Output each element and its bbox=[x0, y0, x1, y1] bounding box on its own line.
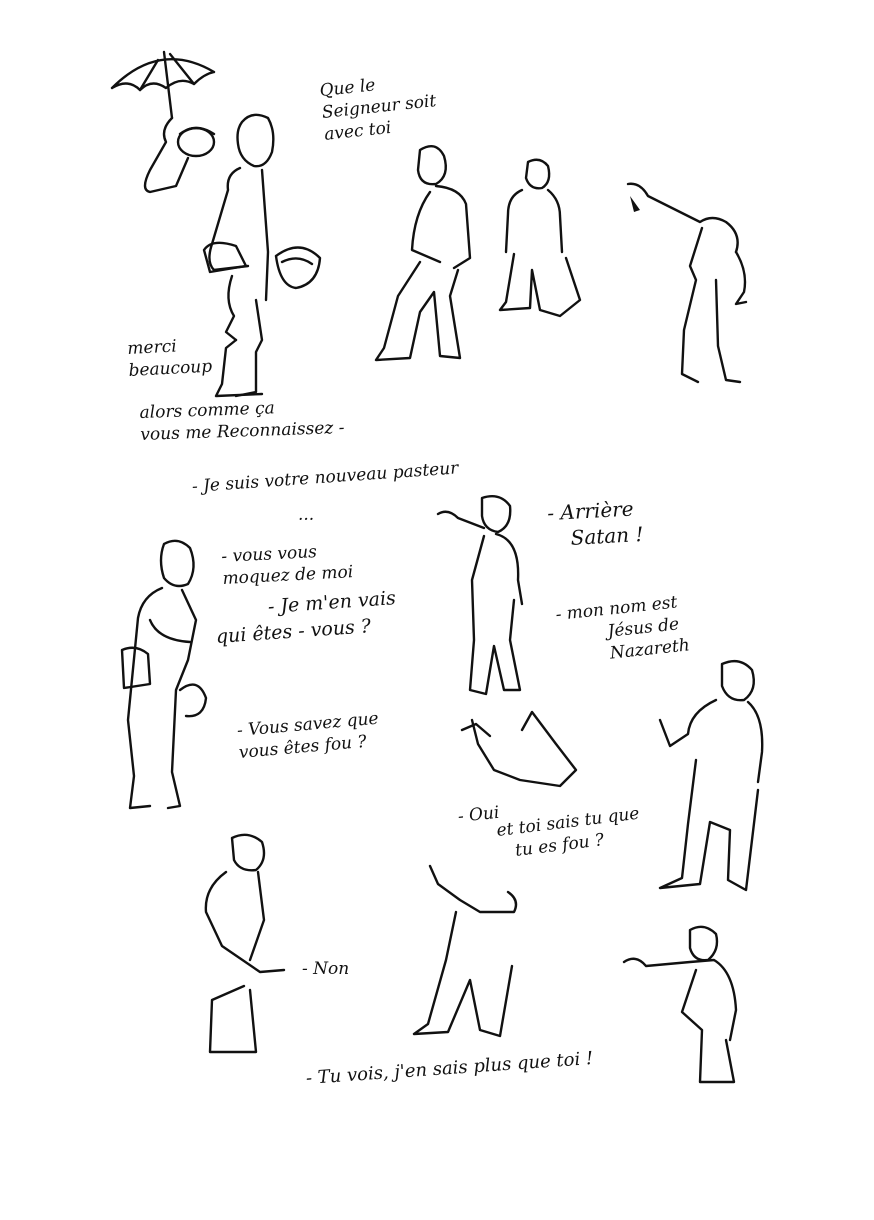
bust-figure bbox=[204, 833, 286, 1054]
caption-line: beaucoup bbox=[128, 356, 213, 381]
caption-line: Satan ! bbox=[570, 522, 645, 550]
caption-merci: merci beaucoup bbox=[127, 334, 213, 382]
caption-oui: - Oui bbox=[456, 802, 501, 827]
caption-monnom: - mon nom est Jésus de Nazareth bbox=[555, 591, 691, 670]
caption-ellipsis: ... bbox=[298, 505, 315, 525]
caption-seigneur: Que le Seigneur soit avec toi bbox=[319, 68, 440, 146]
pilgrim-figure bbox=[202, 113, 322, 398]
gesturing-figure bbox=[658, 659, 764, 892]
lower-pointing-figure bbox=[622, 925, 738, 1084]
leaning-figure bbox=[374, 144, 472, 362]
umbrella-figure bbox=[110, 50, 216, 194]
pointing-figure bbox=[626, 182, 748, 384]
arms-raised-figure bbox=[412, 864, 518, 1038]
jesus-figure bbox=[436, 495, 578, 788]
caption-alors: alors comme ça vous me Reconnaissez - bbox=[139, 395, 345, 446]
caption-non: - Non bbox=[302, 959, 350, 979]
pastor-figure bbox=[120, 539, 208, 810]
caption-moquez: - vous vous moquez de moi bbox=[221, 539, 354, 590]
standing-figure bbox=[498, 158, 582, 318]
caption-arriere: - Arrière Satan ! bbox=[547, 495, 644, 552]
